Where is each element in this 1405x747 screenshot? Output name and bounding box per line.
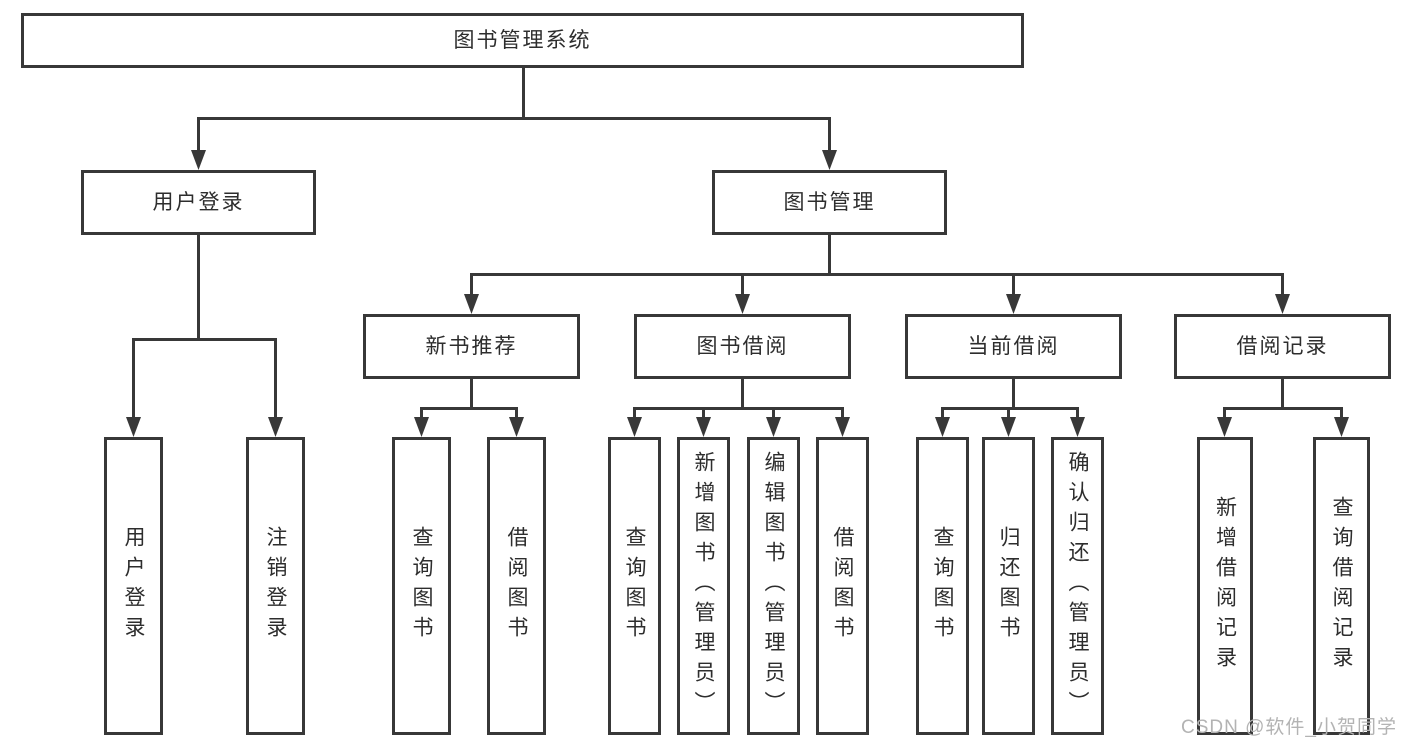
node-book-borrow: 图书借阅 [634, 314, 851, 379]
node-leaf-return-books: 归还图书 [982, 437, 1035, 735]
node-borrow-records: 借阅记录 [1174, 314, 1391, 379]
node-leaf-add-borrow-record: 新增借阅记录 [1197, 437, 1253, 735]
node-leaf-borrow-books: 借阅图书 [816, 437, 869, 735]
node-user-login: 用户登录 [81, 170, 316, 235]
node-leaf-add-books-admin: 新增图书（管理员） [677, 437, 730, 735]
node-leaf-query-books-recommend: 查询图书 [392, 437, 451, 735]
node-leaf-query-books-borrow: 查询图书 [608, 437, 661, 735]
node-leaf-query-books-current: 查询图书 [916, 437, 969, 735]
node-new-book-recommend: 新书推荐 [363, 314, 580, 379]
node-leaf-borrow-books-recommend: 借阅图书 [487, 437, 546, 735]
node-leaf-query-borrow-record: 查询借阅记录 [1313, 437, 1370, 735]
arrowheads [126, 150, 1349, 437]
csdn-watermark: CSDN @软件_小贺同学 [1181, 717, 1397, 738]
node-leaf-confirm-return-admin: 确认归还（管理员） [1051, 437, 1104, 735]
node-leaf-user-login: 用户登录 [104, 437, 163, 735]
node-leaf-logout: 注销登录 [246, 437, 305, 735]
node-book-management: 图书管理 [712, 170, 947, 235]
node-library-system: 图书管理系统 [21, 13, 1024, 68]
node-leaf-edit-books-admin: 编辑图书（管理员） [747, 437, 800, 735]
node-current-borrow: 当前借阅 [905, 314, 1122, 379]
